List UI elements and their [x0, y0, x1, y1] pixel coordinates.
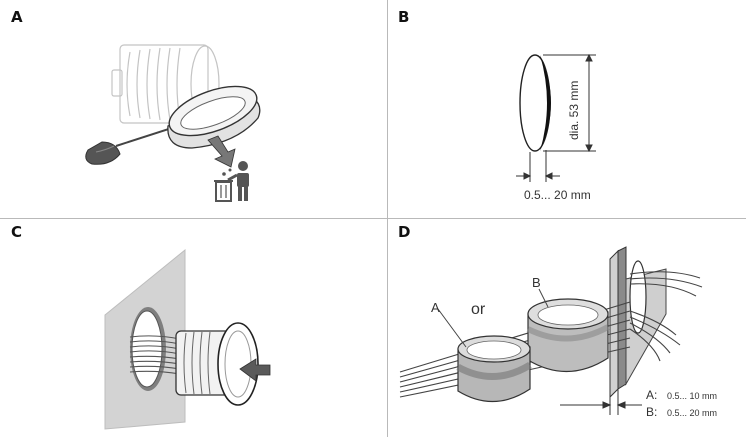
- spec-b-value: 0.5... 20 mm: [667, 408, 717, 418]
- diameter-dimension: [543, 53, 596, 153]
- panel-c-illustration: [104, 248, 271, 430]
- ring-a: [456, 335, 532, 403]
- panel-d-label: D: [398, 223, 411, 241]
- diameter-label: dia. 53 mm: [567, 81, 581, 140]
- ring-b: [526, 298, 610, 373]
- arrow-left-icon: [239, 358, 271, 382]
- panel-b-illustration: dia. 53 mm 0.5... 20 mm: [516, 53, 596, 202]
- panel-a: A: [0, 0, 387, 218]
- ring-b-label: B: [532, 275, 541, 290]
- arrow-down-icon: [207, 135, 236, 168]
- or-label: or: [471, 301, 486, 318]
- spec-b-key: B:: [646, 405, 657, 419]
- device-housing: [111, 44, 220, 124]
- ring-a-label: A: [431, 300, 440, 315]
- thickness-label: 0.5... 20 mm: [524, 188, 591, 202]
- disc-profile: [519, 54, 551, 152]
- wall-thickness-dimension: [560, 387, 642, 415]
- trash-can-icon: [214, 168, 233, 202]
- removed-ring: [167, 85, 261, 149]
- cables-right: [629, 271, 703, 362]
- panel-c-label: C: [11, 223, 23, 241]
- ring-a-leader: [437, 308, 467, 348]
- spec-a-value: 0.5... 10 mm: [667, 391, 717, 401]
- device-body: [175, 322, 259, 406]
- person-icon: [227, 161, 249, 201]
- horizontal-divider: [0, 218, 746, 219]
- ring-b-leader: [538, 288, 549, 308]
- panel-c: C: [0, 219, 387, 437]
- screwdriver-icon: [85, 125, 179, 165]
- panel-a-illustration: [85, 44, 261, 202]
- panel-a-label: A: [11, 8, 23, 26]
- panel-d: D: [388, 219, 746, 437]
- panel-b: B dia. 53 mm 0.5... 20 mm: [388, 0, 746, 218]
- mounting-panel: [104, 248, 186, 430]
- panel-d-illustration: A B or A: 0.5... 10 mm B: 0.5... 20 mm: [399, 246, 717, 419]
- panel-b-label: B: [398, 8, 410, 26]
- thickness-dimension: [516, 150, 560, 182]
- spec-a-key: A:: [646, 388, 657, 402]
